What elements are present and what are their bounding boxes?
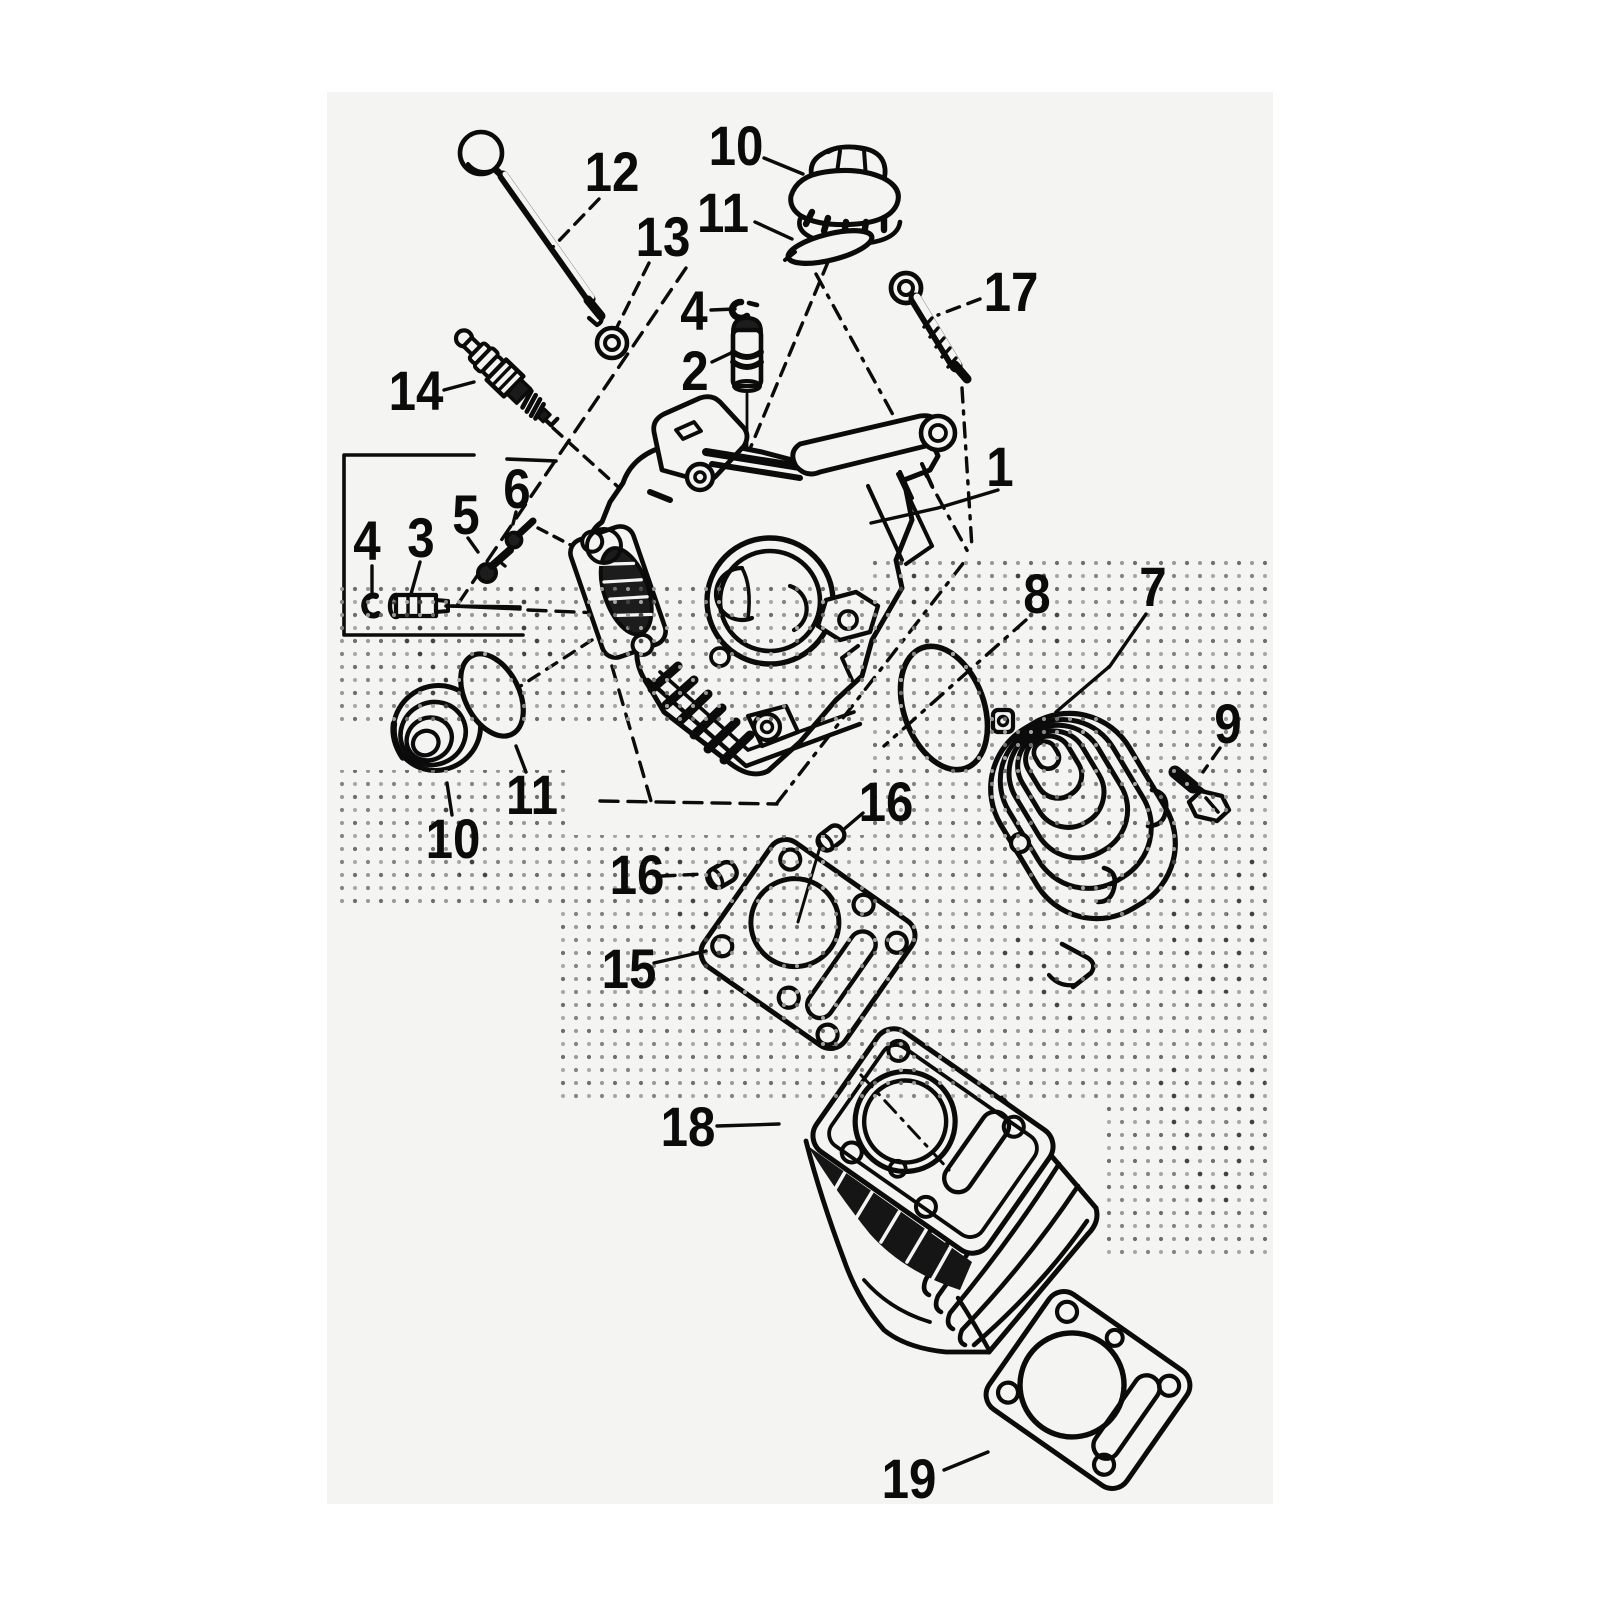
leader-line-15-20: [652, 949, 708, 965]
leader-line-6-9: [511, 510, 518, 526]
callout-4-11: 4: [353, 510, 381, 573]
callout-2-5: 2: [681, 340, 708, 403]
part-spark-plug: [453, 328, 560, 428]
leader-line-11-3: [753, 220, 794, 241]
callout-18-21: 18: [661, 1096, 716, 1159]
callout-15-20: 15: [602, 938, 657, 1001]
leader-line-10-17: [445, 781, 454, 817]
leader-line-1-8: [869, 488, 1000, 525]
callout-3-12: 3: [407, 507, 434, 570]
callout-14-7: 14: [389, 360, 444, 423]
callout-16-19: 16: [610, 844, 665, 907]
leader-line-8-13: [882, 618, 1028, 748]
leader-line-13-1: [615, 261, 651, 329]
leader-line-16-18: [841, 811, 865, 832]
callout-5-10: 5: [452, 484, 479, 547]
part-sealing-washer: [594, 325, 630, 361]
leader-line-5-10: [466, 536, 480, 554]
part-o-ring-top: [783, 228, 875, 266]
leader-line-2-5: [710, 351, 733, 364]
leader-line-19-22: [942, 1450, 990, 1472]
part-base-gasket: [983, 1289, 1193, 1491]
callout-10-17: 10: [426, 808, 481, 871]
halftone-watermark: [336, 555, 1270, 1261]
callout-10-2: 10: [709, 115, 764, 178]
callout-1-8: 1: [986, 436, 1013, 499]
callout-13-1: 13: [636, 206, 691, 269]
leader-line-17-6: [936, 297, 982, 317]
callout-8-13: 8: [1023, 563, 1050, 626]
part-screw-6: [504, 517, 537, 550]
callout-19-22: 19: [882, 1448, 937, 1511]
leader-line-4-4: [709, 307, 737, 312]
callout-7-14: 7: [1139, 556, 1166, 619]
callout-17-6: 17: [984, 261, 1039, 324]
leader-line-16-19: [660, 872, 705, 878]
leader-line-12-0: [550, 197, 601, 250]
leader-line-10-2: [762, 156, 805, 176]
leader-line-9-15: [1201, 746, 1222, 774]
callout-4-4: 4: [680, 280, 708, 343]
callout-16-18: 16: [859, 771, 914, 834]
callout-11-16: 11: [506, 764, 558, 827]
callout-11-3: 11: [697, 182, 749, 245]
part-flange-bolt: [888, 270, 972, 384]
leader-line-7-14: [1054, 612, 1148, 714]
part-dipstick: [457, 129, 606, 328]
leader-line-14-7: [442, 380, 476, 392]
callout-12-0: 12: [585, 141, 640, 204]
callout-6-9: 6: [503, 458, 530, 521]
leader-line-11-16: [514, 744, 528, 774]
leader-line-3-12: [409, 560, 422, 596]
leader-line-18-21: [715, 1122, 781, 1128]
part-screw-5: [476, 546, 514, 584]
callout-9-15: 9: [1214, 693, 1241, 756]
